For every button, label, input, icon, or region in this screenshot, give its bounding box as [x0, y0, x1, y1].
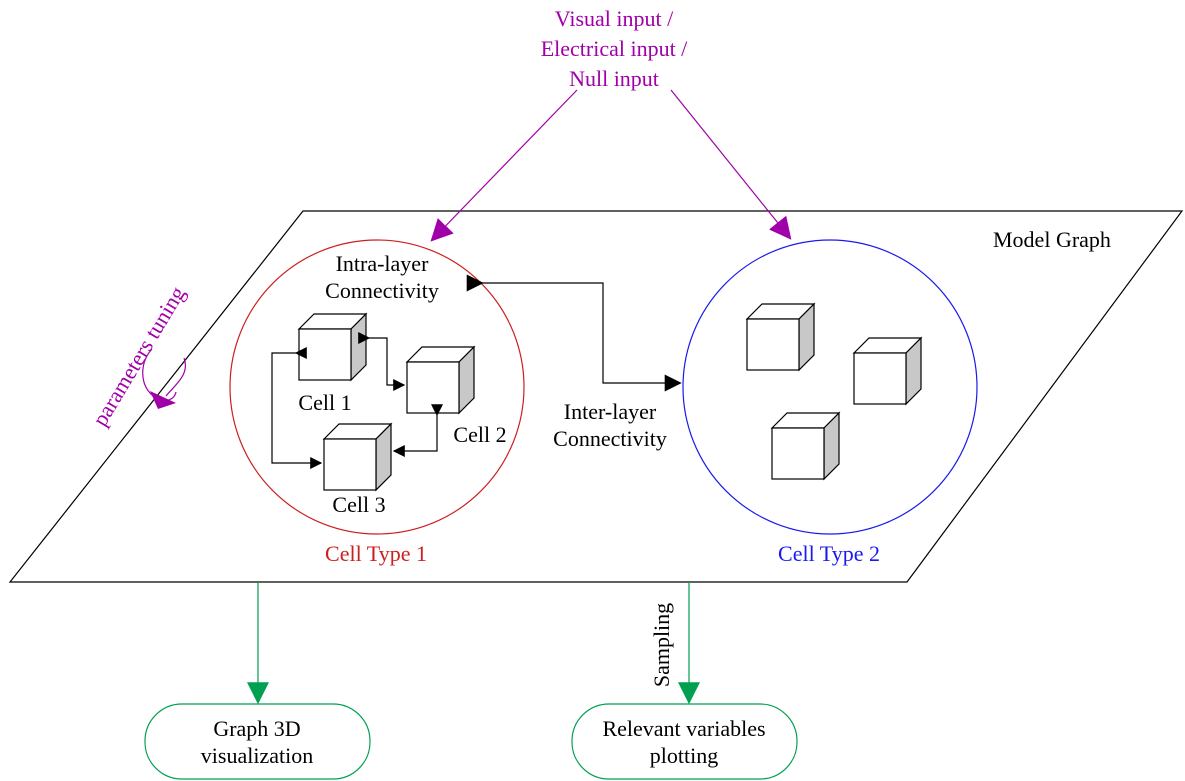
inter-layer-label-line-1: Inter-layer [564, 399, 657, 424]
parameters-tuning-label: parameters tuning [87, 282, 190, 431]
cell-type-1-label: Cell Type 1 [325, 541, 427, 566]
inter-layer-connection [466, 274, 682, 392]
graph-3d-label-line-1: Graph 3D [213, 716, 300, 741]
input-label-line-1: Visual input / [555, 6, 674, 31]
cell-type-2-label: Cell Type 2 [778, 541, 880, 566]
cell-3-cube [322, 422, 393, 492]
input-label-line-3: Null input [569, 66, 659, 91]
intra-layer-label-line-2: Connectivity [325, 278, 439, 303]
relevant-variables-plotting-box [571, 703, 798, 780]
cell-type-2-cube-a [745, 302, 816, 372]
cell-2-cube [405, 345, 476, 415]
inter-layer-label-line-2: Connectivity [553, 426, 667, 451]
model-graph-plane [8, 210, 1184, 583]
cell-2-cell-3-connection [392, 404, 443, 457]
rotate-arrow-icon [142, 348, 186, 409]
graph-3d-label-line-2: visualization [201, 743, 313, 768]
cell-1-label: Cell 1 [298, 390, 351, 415]
cell-1-cell-2-connection [358, 332, 406, 391]
cell-3-label: Cell 3 [332, 492, 385, 517]
plotting-label-line-2: plotting [650, 743, 718, 768]
cell-type-2-cube-b [852, 336, 923, 406]
cell-2-label: Cell 2 [453, 422, 506, 447]
cell-1-cube [297, 312, 368, 382]
sampling-label: Sampling [649, 603, 674, 687]
cell-type-2-circle [682, 239, 978, 535]
cell-type-2-cube-c [770, 411, 841, 481]
intra-layer-label-line-1: Intra-layer [336, 251, 429, 276]
graph-3d-visualization-box [144, 703, 371, 780]
input-arrow-to-cell-type-2 [670, 89, 792, 240]
plotting-label-line-1: Relevant variables [602, 716, 765, 741]
model-graph-label: Model Graph [993, 227, 1111, 252]
cell-1-cell-3-connection [271, 347, 323, 469]
input-label-line-2: Electrical input / [541, 36, 688, 61]
input-arrow-to-cell-type-1 [430, 89, 578, 242]
